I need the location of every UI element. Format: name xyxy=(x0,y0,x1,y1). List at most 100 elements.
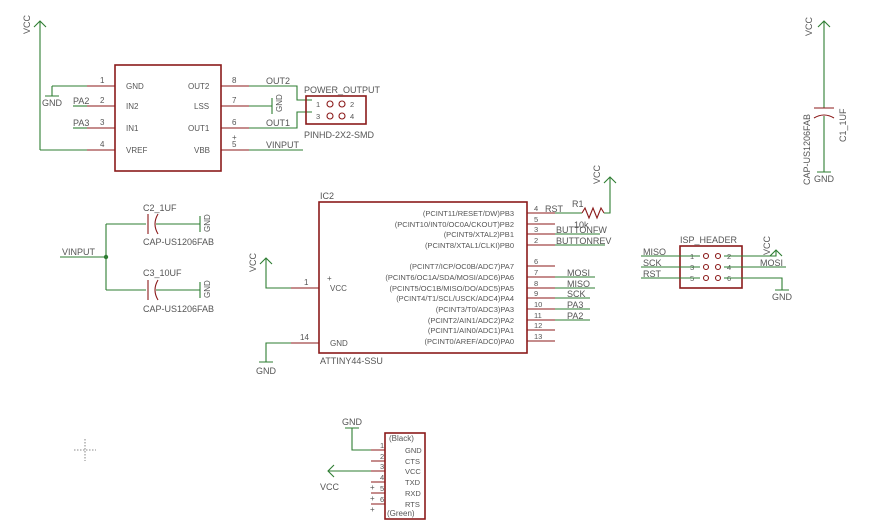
r1-value: 10k xyxy=(574,220,589,230)
mcu-pin-num-2: 2 xyxy=(534,236,538,245)
mcu-vcc-plus: + xyxy=(327,274,332,283)
power-output-header[interactable]: 1 2 3 4 POWER_OUTPUT PINHD-2X2-SMD xyxy=(304,85,381,140)
net-pa3-right: PA3 xyxy=(567,300,583,310)
net-pa2-left: PA2 xyxy=(73,96,89,106)
reg-pin-name-out1: OUT1 xyxy=(188,124,210,133)
net-mosi: MOSI xyxy=(567,268,590,278)
mcu-pin-num-5: 5 xyxy=(534,215,538,224)
net-out2: OUT2 xyxy=(266,76,290,86)
ftdi-pin-num-2: 2 xyxy=(380,452,384,461)
reg-pin5-plus: + xyxy=(232,133,237,142)
reg-pin-num-4: 4 xyxy=(100,140,105,149)
resistor-r1[interactable]: R1 10k xyxy=(572,199,605,230)
isp-net-sck: SCK xyxy=(643,258,662,268)
mcu-pin-name-pb1: (PCINT9/XTAL2)PB1 xyxy=(444,230,514,239)
reg-pin-num-2: 2 xyxy=(100,96,105,105)
vcc-symbol-ftdi: VCC xyxy=(320,464,371,492)
reg-pin-num-8: 8 xyxy=(232,76,237,85)
out1-wire xyxy=(249,111,312,129)
ftdi-pin-num-4: 4 xyxy=(380,473,384,482)
isp-name: ISP_HEADER xyxy=(680,235,738,245)
vcc-mcu-label: VCC xyxy=(248,252,258,272)
gnd-reg-label: GND xyxy=(42,98,63,108)
ftdi-header[interactable]: (Black) (Green) 1 2 3 4 5 6 GND CTS VCC … xyxy=(371,432,426,520)
ftdi-top-label: (Black) xyxy=(389,434,414,443)
c3-name: C3_10UF xyxy=(143,268,182,278)
reg-pin-name-lss: LSS xyxy=(194,102,209,111)
mcu-pin-name-pa6: (PCINT6/OC1A/SDA/MOSI/ADC6)PA6 xyxy=(385,273,514,282)
c3-gnd-wire xyxy=(156,282,201,298)
mcu-pin-num-3: 3 xyxy=(534,225,538,234)
net-buttonfw: BUTTONFW xyxy=(556,225,607,235)
ftdi-pin-num-1: 1 xyxy=(380,441,384,450)
mcu-pin-name-vcc: VCC xyxy=(330,284,347,293)
ftdi-pin-cts: CTS xyxy=(405,457,420,466)
ic2-name: IC2 xyxy=(320,191,334,201)
po-pin-1: 1 xyxy=(316,100,320,109)
reg-pin-num-3: 3 xyxy=(100,118,105,127)
mcu-pin-name-pa7: (PCINT7/ICP/OC0B/ADC7)PA7 xyxy=(410,262,514,271)
isp-gnd-label: GND xyxy=(772,292,793,302)
mcu-pin-name-pa0: (PCINT0/AREF/ADC0)PA0 xyxy=(425,337,514,346)
mcu-pin-name-pb2: (PCINT10/INT0/OC0A/CKOUT)PB2 xyxy=(395,220,514,229)
ftdi-pin-num-6: 6 xyxy=(380,495,384,504)
mcu-pin-num-8: 8 xyxy=(534,279,538,288)
po-pin-2: 2 xyxy=(350,100,354,109)
ftdi-pin-num-3: 3 xyxy=(380,462,384,471)
c1-name: C1_1UF xyxy=(838,108,848,142)
reg-pin-num-1: 1 xyxy=(100,76,105,85)
ic2-value: ATTINY44-SSU xyxy=(320,356,383,366)
mcu-pin-num-1: 1 xyxy=(304,278,309,287)
ftdi-pin-txd: TXD xyxy=(405,478,421,487)
reg-pin-num-7: 7 xyxy=(232,96,237,105)
capacitor-c3[interactable]: C3_10UF CAP-US1206FAB xyxy=(143,268,214,314)
capacitor-c2[interactable]: C2_1UF CAP-US1206FAB xyxy=(143,203,214,247)
mcu-pin-name-pa3: (PCINT3/T0/ADC3)PA3 xyxy=(436,305,514,314)
isp-gnd-wire xyxy=(724,277,789,291)
capacitor-c1[interactable]: C1_1UF CAP-US1206FAB xyxy=(802,107,848,185)
reg-pin-name-gnd: GND xyxy=(126,82,144,91)
mcu-pin-num-12: 12 xyxy=(534,321,542,330)
c2-name: C2_1UF xyxy=(143,203,177,213)
ftdi-pin-gnd: GND xyxy=(405,446,422,455)
c2-gnd-wire xyxy=(156,216,201,232)
c1-value: CAP-US1206FAB xyxy=(802,114,812,185)
mcu-pin-num-7: 7 xyxy=(534,268,538,277)
vcc-left-label: VCC xyxy=(22,14,32,34)
gnd-symbol-ftdi: GND xyxy=(342,417,371,451)
vcc-r1-label: VCC xyxy=(592,164,602,184)
net-pa3-left: PA3 xyxy=(73,118,89,128)
reg-pin-name-vref: VREF xyxy=(126,146,147,155)
ftdi-bottom-label: (Green) xyxy=(387,509,415,518)
vcc-symbol-left: VCC xyxy=(22,14,47,150)
po-value: PINHD-2X2-SMD xyxy=(304,130,375,140)
net-miso: MISO xyxy=(567,279,590,289)
mcu-pin-num-10: 10 xyxy=(534,300,542,309)
mcu-pin-name-gnd: GND xyxy=(330,339,348,348)
reg-pin-num-6: 6 xyxy=(232,118,237,127)
po-name: POWER_OUTPUT xyxy=(304,85,381,95)
vinput-junction xyxy=(103,254,109,260)
c3-value: CAP-US1206FAB xyxy=(143,304,214,314)
gnd-symbol-mcu: GND xyxy=(256,342,291,376)
mcu-pin-num-4: 4 xyxy=(534,204,538,213)
gnd-symbol-c1: GND xyxy=(814,116,835,184)
regulator-ic[interactable]: 1 2 3 4 GND IN2 IN1 VREF 8 7 6 5 + OUT2 … xyxy=(87,64,249,172)
vcc-symbol-right: VCC xyxy=(804,16,831,108)
isp-header[interactable]: ISP_HEADER 1 2 3 4 5 6 xyxy=(679,235,743,289)
out2-wire xyxy=(249,85,312,101)
ftdi-pin-rts: RTS xyxy=(405,500,420,509)
vcc-right-label: VCC xyxy=(804,16,814,36)
isp-vcc-wire xyxy=(724,250,777,257)
gnd-ftdi-label: GND xyxy=(342,417,363,427)
ftdi-pin5-mark: + xyxy=(370,494,375,503)
reg-pin-name-vbb: VBB xyxy=(194,146,210,155)
po-pin-4: 4 xyxy=(350,112,354,121)
mcu-pin-name-pa2: (PCINT2/AIN1/ADC2)PA2 xyxy=(428,316,514,325)
vinput-wire xyxy=(60,223,146,291)
attiny44-ic[interactable]: IC2 ATTINY44-SSU 1 + VCC 14 GND (PCINT11… xyxy=(291,191,555,366)
mcu-pin-num-11: 11 xyxy=(534,311,542,320)
r1-name: R1 xyxy=(572,199,584,209)
